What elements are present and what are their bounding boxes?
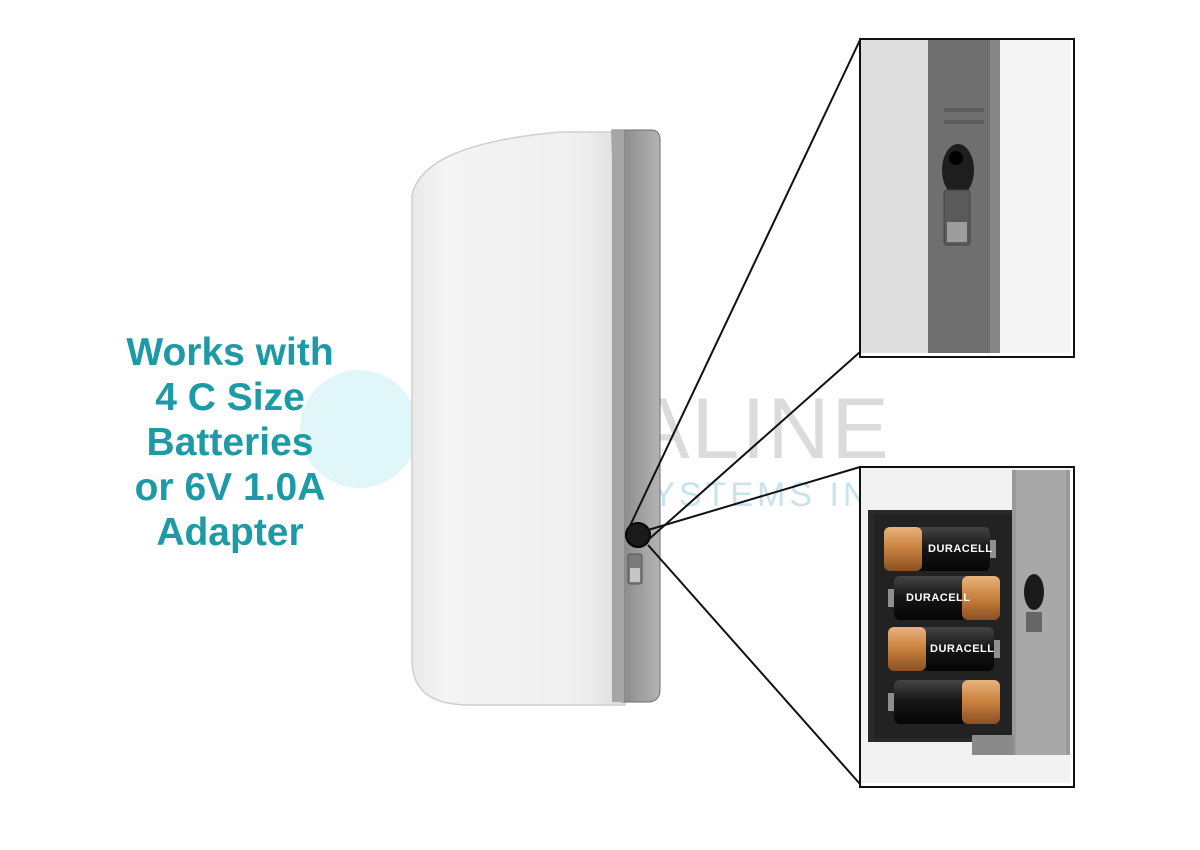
zoom-battery-compartment [860,467,1070,783]
power-feature-text: Works with 4 C Size Batteries or 6V 1.0A… [60,330,400,555]
power-port [625,522,651,548]
battery-brand-label: DURACELL [930,643,995,655]
battery-brand-label: DURACELL [906,592,971,604]
feature-line: Works with [126,331,334,374]
zoom-frame-batteries [859,466,1075,788]
feature-line: or 6V 1.0A [134,466,326,509]
callout-line-top-b [647,351,861,541]
zoom-port-detail [860,39,1070,353]
callout-line-top-a [627,39,861,531]
feature-line: Adapter [156,511,304,554]
callout-line-bottom-a [647,466,861,531]
side-panel-edge [612,130,624,702]
feature-line: 4 C Size [155,376,305,419]
battery-brand-label: DURACELL [928,543,993,555]
watermark-logo-circle [300,370,418,488]
feature-line: Batteries [146,421,314,464]
callout-line-bottom-b [647,544,861,785]
zoom-frame-port [859,38,1075,358]
dispenser-housing [411,131,626,706]
